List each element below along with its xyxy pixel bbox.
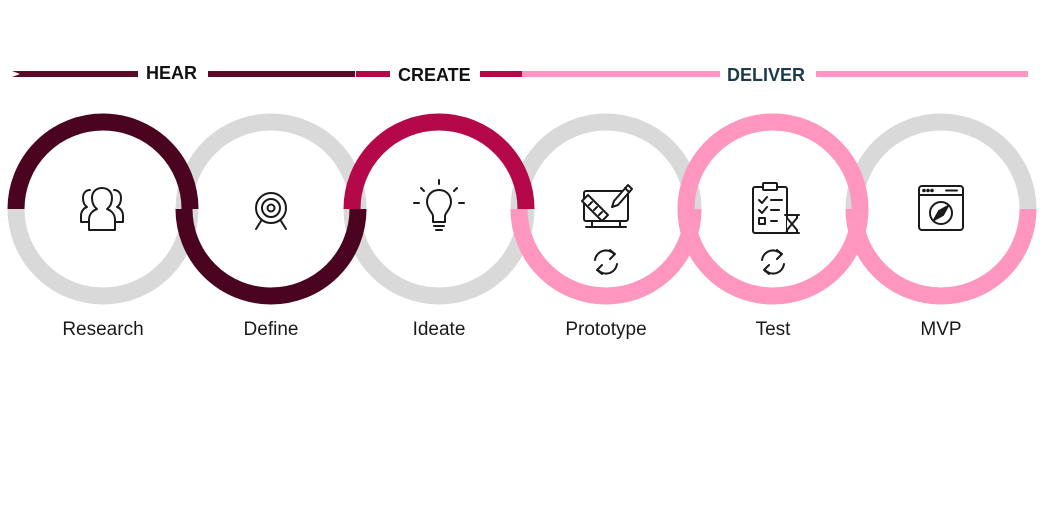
phase-bar-hear-right — [208, 71, 355, 77]
step-label-ideate: Ideate — [412, 319, 466, 340]
phase-bar-hear-left — [12, 71, 138, 77]
step-label-prototype: Prototype — [565, 319, 647, 340]
browser-compass-icon — [918, 185, 964, 231]
design-tools-icon — [581, 184, 633, 228]
arc-define — [175, 208, 367, 305]
target-icon — [255, 192, 287, 230]
phase-label-deliver: DELIVER — [727, 65, 806, 85]
arc-prototype — [510, 208, 702, 305]
people-icon — [80, 187, 124, 231]
step-label-test: Test — [755, 319, 791, 340]
arc-mvp — [845, 208, 1037, 305]
phase-bar-create-right — [480, 71, 522, 77]
checklist-hourglass-icon — [752, 182, 800, 234]
arc-ideate — [343, 113, 535, 210]
phase-label-create: CREATE — [398, 65, 471, 85]
phase-bar — [12, 71, 1028, 77]
arc-research — [7, 113, 199, 210]
refresh-icon — [594, 249, 618, 275]
progress-arcs — [7, 113, 1037, 305]
step-label-define: Define — [243, 319, 299, 340]
phase-bar-create-left — [356, 71, 390, 77]
phase-label-hear: HEAR — [146, 63, 198, 83]
phase-bar-deliver-left — [522, 71, 720, 77]
lightbulb-icon — [413, 179, 465, 231]
refresh-icon — [761, 249, 785, 275]
phase-bar-deliver-right — [816, 71, 1028, 77]
step-label-mvp: MVP — [920, 319, 962, 340]
step-label-research: Research — [62, 319, 144, 340]
